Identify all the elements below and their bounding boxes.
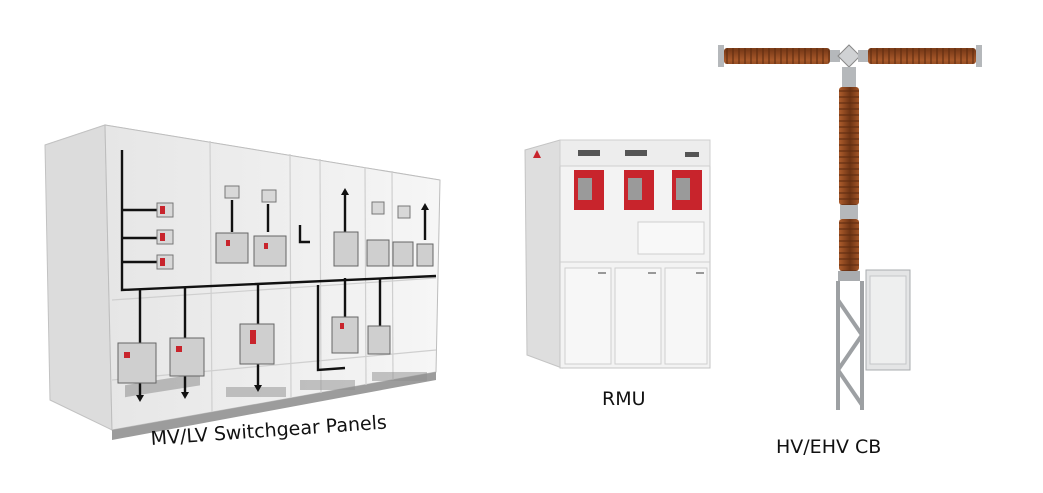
- rmu-caption: RMU: [602, 388, 646, 410]
- hv-circuit-breaker: [718, 44, 982, 410]
- rmu-unit: [524, 139, 711, 369]
- circuit-breaker-caption: HV/EHV CB: [776, 436, 882, 458]
- switchgear-panels: [44, 124, 441, 440]
